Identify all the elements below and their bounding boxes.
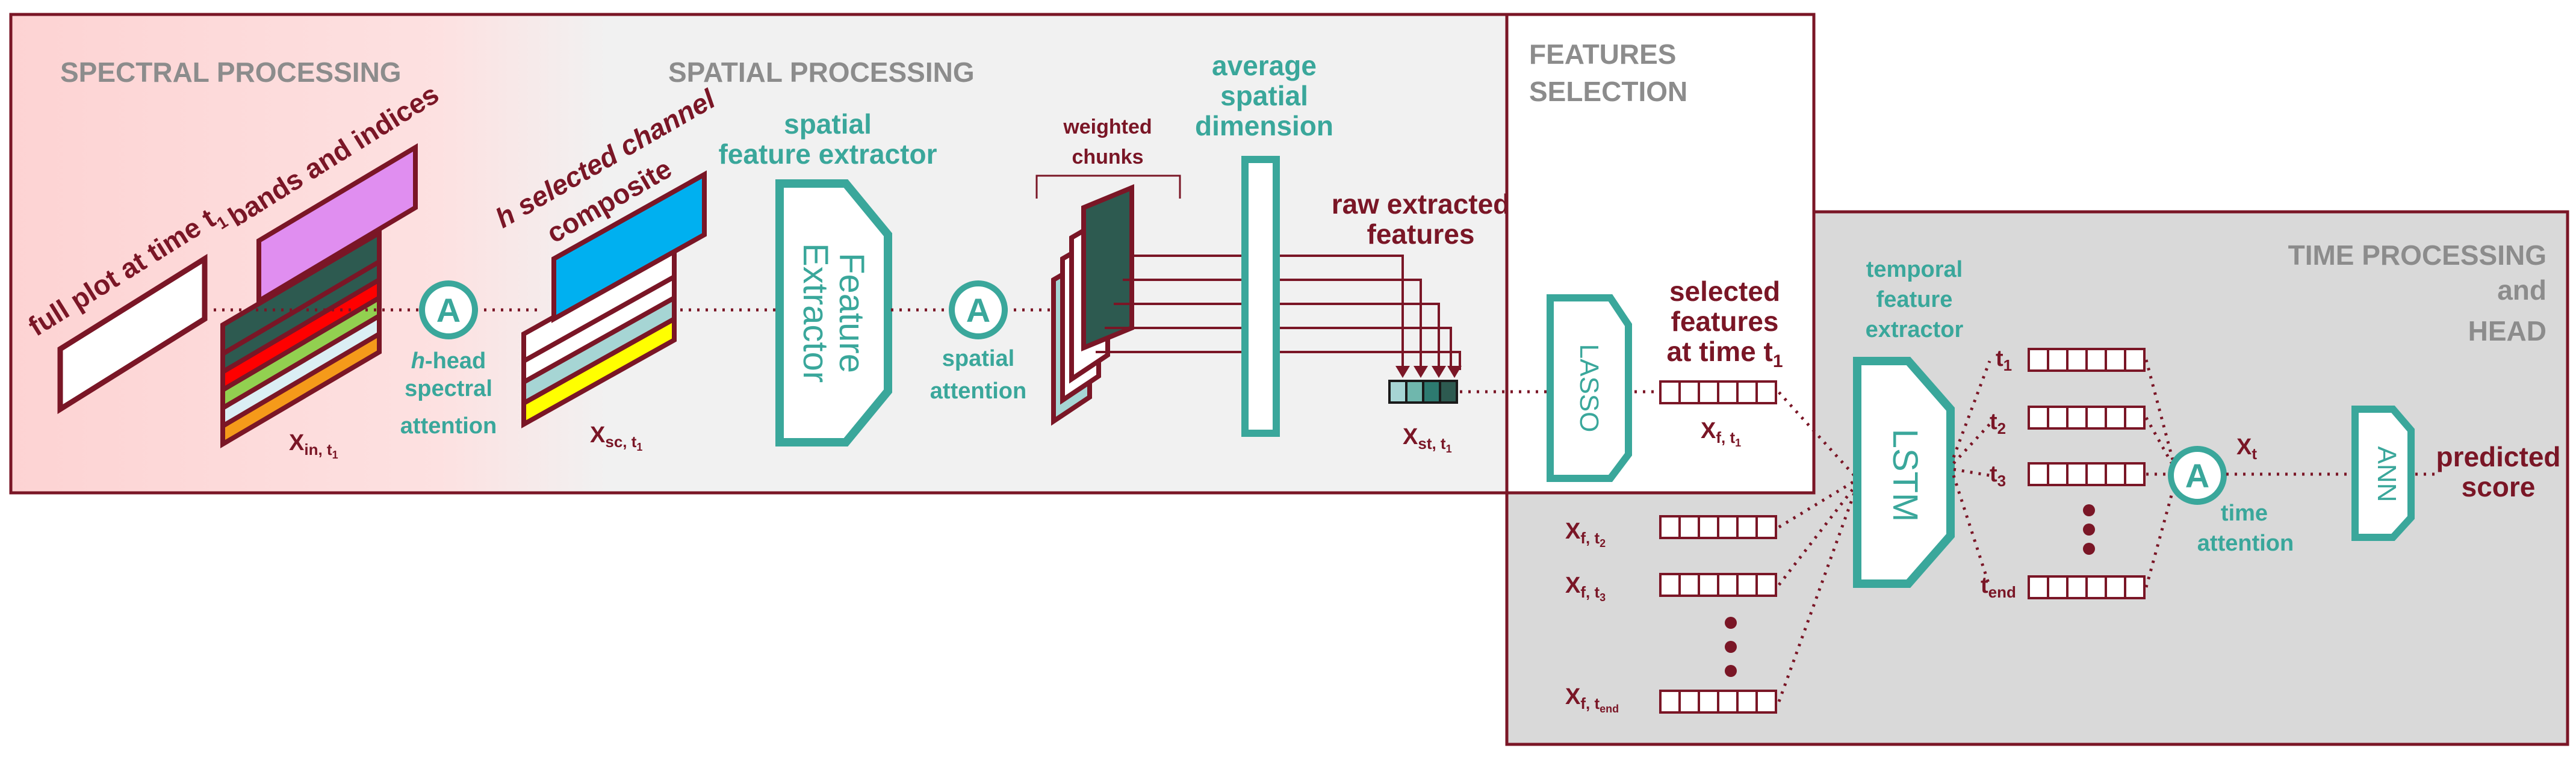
selected-features-label-line3: at time t1: [1666, 336, 1783, 371]
x-f-t1-label: Xf, t1: [1701, 418, 1741, 449]
lstm-block: [1853, 357, 1955, 588]
selection-section-title-line2: SELECTION: [1529, 76, 1687, 107]
x-in-label: Xin, t1: [289, 430, 338, 461]
feature-vector-t2: [1659, 515, 1777, 539]
x-st-label: Xst, t1: [1403, 424, 1452, 455]
predicted-score-label-line2: score: [2462, 471, 2536, 502]
temporal-extractor-label-line1: temporal: [1866, 257, 1963, 282]
lstm-output-connectors: [1952, 360, 1991, 587]
raw-feature-arrowheads: [1395, 366, 1462, 378]
attention-glyph: A: [436, 291, 461, 329]
raw-features-label-line2: features: [1367, 218, 1475, 250]
time-attention-node: [2168, 446, 2227, 505]
spectral-section-title: SPECTRAL PROCESSING: [60, 57, 402, 88]
weighted-chunks-stack: [1051, 184, 1134, 426]
raw-feature-vector: [1388, 380, 1458, 404]
feature-vector-t3: [1659, 573, 1777, 597]
composite-stack: [521, 170, 707, 428]
lasso-text: LASSO: [1574, 344, 1604, 433]
hidden-t2-label: t2: [1990, 409, 2006, 437]
feature-extractor-text-line1: Feature: [832, 253, 871, 373]
raw-features-label-line1: raw extracted: [1332, 188, 1510, 220]
temporal-extractor-label-line3: extractor: [1866, 317, 1964, 342]
lstm-text: LSTM: [1885, 429, 1925, 522]
raw-feature-lines: [1096, 255, 1461, 370]
ellipsis-dots-features: [1725, 617, 1737, 677]
spatial-attention-label-line2: attention: [930, 378, 1026, 404]
average-spatial-label-line3: dimension: [1195, 110, 1333, 141]
weighted-chunks-label-line1: weighted: [1063, 116, 1152, 138]
time-section-title-line3: HEAD: [2468, 315, 2547, 347]
selection-section-title-line1: FEATURES: [1529, 39, 1677, 70]
spectral-attention-label-line3: attention: [400, 413, 497, 439]
ann-block: [2351, 406, 2415, 541]
time-attention-connectors: [2144, 359, 2176, 588]
spectral-band-stack: [220, 143, 418, 448]
time-attention-label-line2: attention: [2197, 531, 2294, 556]
average-spatial-label-line2: spatial: [1220, 80, 1308, 111]
time-section-title-line2: and: [2497, 274, 2547, 306]
predicted-score-label-line1: predicted: [2436, 441, 2560, 472]
feature-vector-tend: [1659, 690, 1777, 714]
hidden-vector-tend: [2028, 575, 2146, 599]
attention-glyph: A: [966, 291, 990, 329]
time-attention-label-line1: time: [2221, 501, 2268, 526]
hidden-vector-t2: [2028, 406, 2146, 430]
lasso-block: [1547, 294, 1632, 482]
spatial-extractor-label-line2: feature extractor: [718, 138, 937, 170]
feature-extractor-block: [775, 179, 892, 446]
full-plot-image: [57, 253, 208, 415]
hidden-t3-label: t3: [1990, 462, 2006, 490]
spatial-section-title: SPATIAL PROCESSING: [668, 57, 975, 88]
feature-extractor-text-line2: Extractor: [796, 243, 835, 383]
spatial-extractor-label-line1: spatial: [784, 108, 872, 140]
temporal-extractor-label-line2: feature: [1876, 287, 1953, 312]
spatial-attention-label-line1: spatial: [942, 346, 1014, 371]
selected-features-label-line2: features: [1671, 306, 1779, 337]
hidden-vector-t3: [2028, 462, 2146, 486]
selected-features-label-line1: selected: [1669, 276, 1780, 307]
spatial-attention-node: [949, 280, 1008, 339]
hidden-vector-t1: [2028, 348, 2146, 372]
spectral-attention-label-line2: spectral: [405, 376, 492, 401]
x-sc-label: Xsc, t1: [590, 422, 642, 453]
spectral-attention-node: [419, 280, 478, 339]
average-spatial-label-line1: average: [1212, 50, 1317, 81]
ann-text: ANN: [2372, 446, 2401, 502]
lstm-input-connectors: [1777, 391, 1856, 702]
attention-glyph: A: [2185, 457, 2209, 495]
weighted-chunks-bracket: [1035, 175, 1181, 199]
hidden-tend-label: tend: [1981, 573, 2016, 601]
hidden-t1-label: t1: [1996, 346, 2012, 374]
feature-vector-t1: [1659, 380, 1777, 404]
x-f-t2-label: Xf, t2: [1565, 519, 1606, 549]
spectral-attention-label-line1: h-head: [411, 348, 486, 374]
average-spatial-bar: [1241, 156, 1280, 437]
weighted-chunks-label-line2: chunks: [1072, 146, 1143, 168]
x-f-tend-label: Xf, tend: [1565, 684, 1619, 715]
time-section-title-line1: TIME PROCESSING: [2288, 239, 2547, 271]
ellipsis-dots-hidden: [2083, 504, 2095, 555]
x-t-label: Xt: [2236, 434, 2257, 463]
x-f-t3-label: Xf, t3: [1565, 573, 1606, 604]
